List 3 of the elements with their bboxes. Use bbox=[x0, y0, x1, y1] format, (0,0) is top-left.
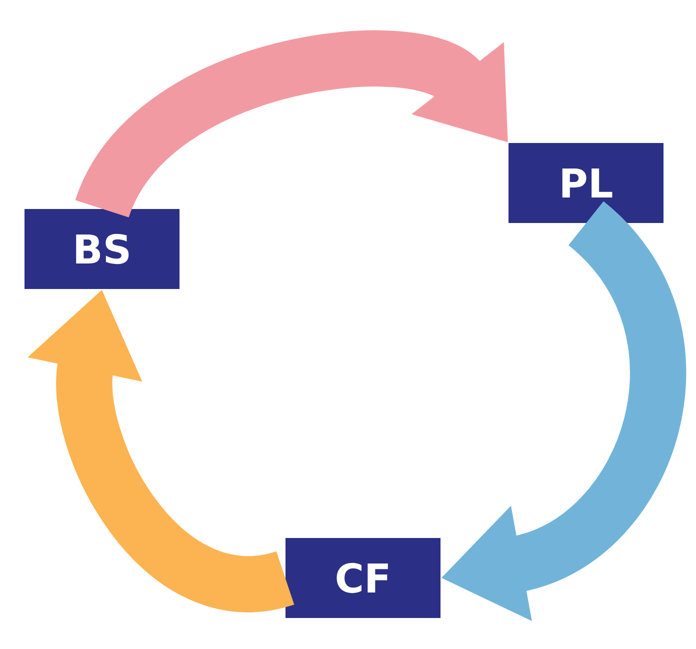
label-box: BS bbox=[24, 209, 180, 289]
label-box: CF bbox=[286, 538, 440, 618]
label-box: PL bbox=[508, 143, 664, 223]
